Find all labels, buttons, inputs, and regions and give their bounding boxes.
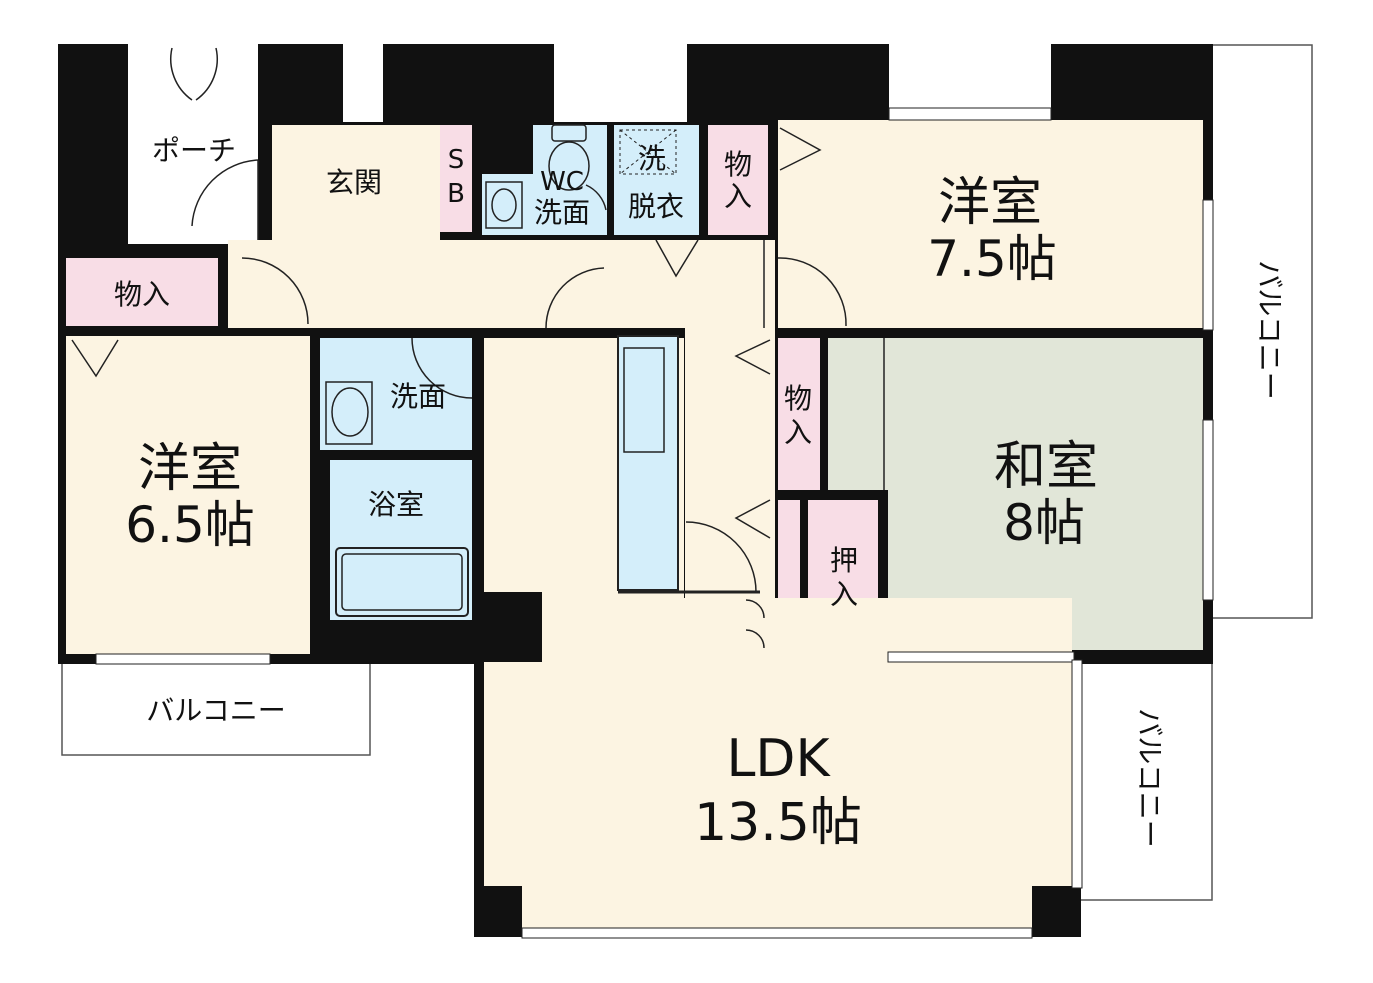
label-washitsu-size: 8帖 [1003,494,1085,552]
monoire-left-floor [66,258,218,326]
fixtures [325,124,677,617]
label-washitsu-name: 和室 [994,437,1098,497]
label-monoire-mid-2: 入 [784,416,812,449]
hall-vertical [685,240,775,650]
label-sb-b: B [447,179,465,209]
label-youshitsu-65-size: 6.5帖 [125,496,255,554]
label-monoire-mid-1: 物 [784,382,812,415]
windows [95,107,1214,939]
label-sb-s: S [448,145,465,175]
label-balcony-right-bottom: バルコニー [1133,708,1166,847]
porch-floor [128,44,258,244]
hall-floor [228,240,768,328]
label-monoire-left: 物入 [114,278,170,311]
label-yokushitsu: 浴室 [368,488,424,521]
label-ldk-size: 13.5帖 [694,793,862,853]
yokushitsu-floor [330,460,472,620]
label-youshitsu-75-size: 7.5帖 [927,230,1057,288]
youshitsu-75-floor [778,120,1203,328]
wc-floor [533,125,607,235]
monoire-mid-floor [778,338,820,490]
door-swings [71,47,885,649]
label-monoire-top-2: 入 [724,180,752,213]
kitchen-counter [617,335,760,594]
label-youshitsu-65-name: 洋室 [138,439,242,499]
label-balcony-right-top: バルコニー [1253,260,1286,399]
youshitsu-65-floor [66,336,310,654]
labels: ポーチ 玄関 S B WC 洗面 洗 脱衣 物 入 洋室 7.5帖 物入 洗面 … [114,134,1286,853]
label-monoire-top-1: 物 [724,148,752,181]
label-genkan: 玄関 [326,166,382,199]
label-oshiire-2: 入 [830,578,858,611]
label-wc-1: WC [540,167,584,197]
label-oshiire-1: 押 [830,544,858,577]
genkan-floor [272,125,440,240]
label-porch: ポーチ [152,134,236,167]
datsui-floor [614,125,699,235]
label-datsui-2: 脱衣 [628,190,684,223]
ldk-floor-right [779,658,1072,678]
wc-basin-area [482,174,537,235]
senmen-floor [320,338,472,450]
label-youshitsu-75-name: 洋室 [938,173,1042,233]
monoire-top-floor [708,125,768,235]
label-wc-2: 洗面 [534,196,590,229]
ldk-floor-link [684,598,779,654]
label-datsui-1: 洗 [638,142,666,175]
label-balcony-left: バルコニー [146,694,285,727]
label-ldk-name: LDK [726,729,831,789]
label-senmen: 洗面 [390,380,446,413]
sb-floor [440,125,472,232]
